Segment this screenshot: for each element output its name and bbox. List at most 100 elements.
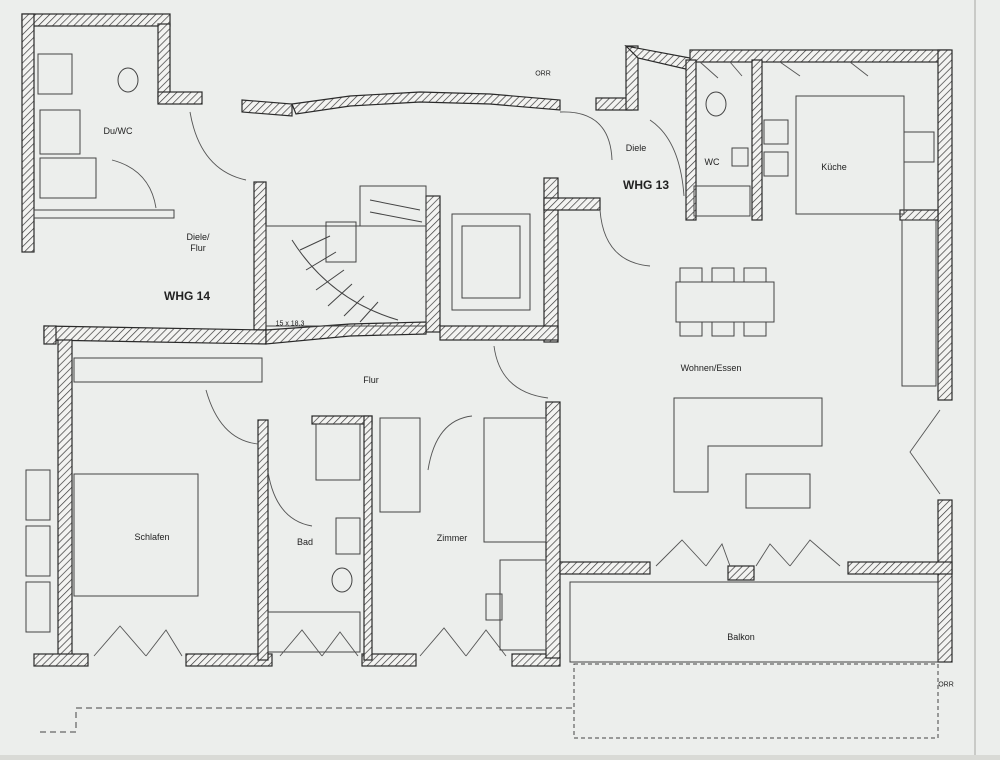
door-swing	[755, 539, 841, 567]
door-swing	[909, 409, 941, 495]
room-label-diele-flur: Diele/ Flur	[186, 232, 209, 254]
fixture	[731, 147, 749, 167]
room-label-zimmer: Zimmer	[436, 533, 468, 543]
wall-segment	[21, 13, 171, 27]
door-swing	[427, 415, 473, 471]
walls	[21, 13, 953, 667]
wall-segment	[21, 13, 35, 253]
fixture	[73, 473, 199, 597]
wall-segment	[689, 49, 951, 63]
room-label-diele: Diele	[625, 143, 647, 153]
wall-segment	[751, 59, 763, 221]
fixture	[901, 219, 937, 387]
fixture	[335, 517, 361, 555]
wall-segment	[265, 321, 427, 345]
room-label-kueche: Küche	[821, 162, 847, 172]
fixture	[903, 131, 935, 163]
room-label-wohnen-essen: Wohnen/Essen	[680, 363, 742, 373]
annotation-orr-bottom: ORR	[938, 681, 954, 689]
wall-segment	[241, 99, 293, 117]
fixture	[483, 417, 547, 543]
wall-segment	[543, 177, 559, 343]
wall-segment	[257, 419, 269, 661]
room-label-bad: Bad	[296, 537, 314, 547]
room-label-schlafen: Schlafen	[134, 532, 170, 542]
unit-label-whg13: WHG 13	[622, 178, 670, 192]
wall-segment	[545, 401, 561, 659]
door-swing	[649, 119, 685, 197]
fixture	[451, 213, 531, 311]
door-swing	[599, 209, 651, 267]
wall-segment	[559, 561, 651, 575]
fixture	[39, 157, 97, 199]
fixture	[25, 581, 51, 633]
fixture	[705, 91, 727, 117]
fixture	[379, 417, 421, 513]
fixture	[569, 581, 939, 663]
fixture	[265, 225, 427, 327]
wall-segment	[847, 561, 953, 575]
door-swing	[559, 111, 613, 161]
room-label-balkon: Balkon	[727, 632, 755, 642]
fixture	[73, 357, 263, 383]
room-label-flur: Flur	[363, 375, 379, 385]
fixture	[25, 469, 51, 521]
room-label-diele-flur-line2: Flur	[190, 243, 206, 253]
door-swing	[267, 471, 313, 527]
annotation-stair-note: 15 x 18,3	[275, 320, 305, 328]
fixture	[485, 593, 503, 621]
room-label-wc: WC	[704, 157, 720, 167]
door-swing	[205, 389, 259, 445]
wall-segment	[937, 499, 953, 663]
wall-segment	[157, 23, 171, 103]
wall-segment	[685, 59, 697, 221]
door-swing	[93, 625, 183, 657]
wall-segment	[937, 49, 953, 401]
door-swing	[111, 159, 157, 209]
fixture	[499, 559, 547, 651]
fixture	[39, 109, 81, 155]
fixture	[763, 151, 789, 177]
fixture	[743, 321, 767, 337]
door-swing	[655, 539, 731, 567]
fixture	[679, 321, 703, 337]
unit-label-whg14: WHG 14	[163, 289, 211, 303]
wall-segment	[625, 45, 639, 111]
wall-segment	[157, 91, 203, 105]
fixture	[25, 525, 51, 577]
door-swings	[93, 61, 941, 657]
fixture	[743, 267, 767, 283]
wall-segment	[311, 415, 373, 425]
fixture	[37, 53, 73, 95]
door-swing	[279, 629, 359, 657]
annotation-orr-top: ORR	[535, 70, 551, 78]
fixture	[267, 611, 361, 653]
room-label-diele-flur-line1: Diele/	[186, 232, 210, 242]
fixture	[331, 567, 353, 593]
fixture	[573, 663, 939, 739]
fixture	[359, 185, 427, 227]
door-swing	[699, 61, 869, 79]
fixtures	[25, 53, 939, 739]
wall-segment	[253, 181, 267, 331]
wall-segment	[439, 325, 559, 341]
wall-segment	[727, 565, 755, 581]
fixture	[461, 225, 521, 299]
wall-segment	[425, 195, 441, 333]
fixture	[117, 67, 139, 93]
fixture	[291, 199, 423, 323]
wall-segment	[43, 325, 57, 345]
fixture	[679, 267, 703, 283]
wall-segment	[363, 415, 373, 661]
wall-segment	[543, 197, 601, 211]
wall-segment	[899, 209, 939, 221]
fixture	[745, 473, 811, 509]
wall-segment	[57, 339, 73, 661]
fixture	[673, 397, 823, 493]
fixture	[315, 423, 361, 481]
wall-segment	[291, 91, 561, 115]
fixture	[711, 267, 735, 283]
room-label-du-wc: Du/WC	[103, 126, 133, 136]
